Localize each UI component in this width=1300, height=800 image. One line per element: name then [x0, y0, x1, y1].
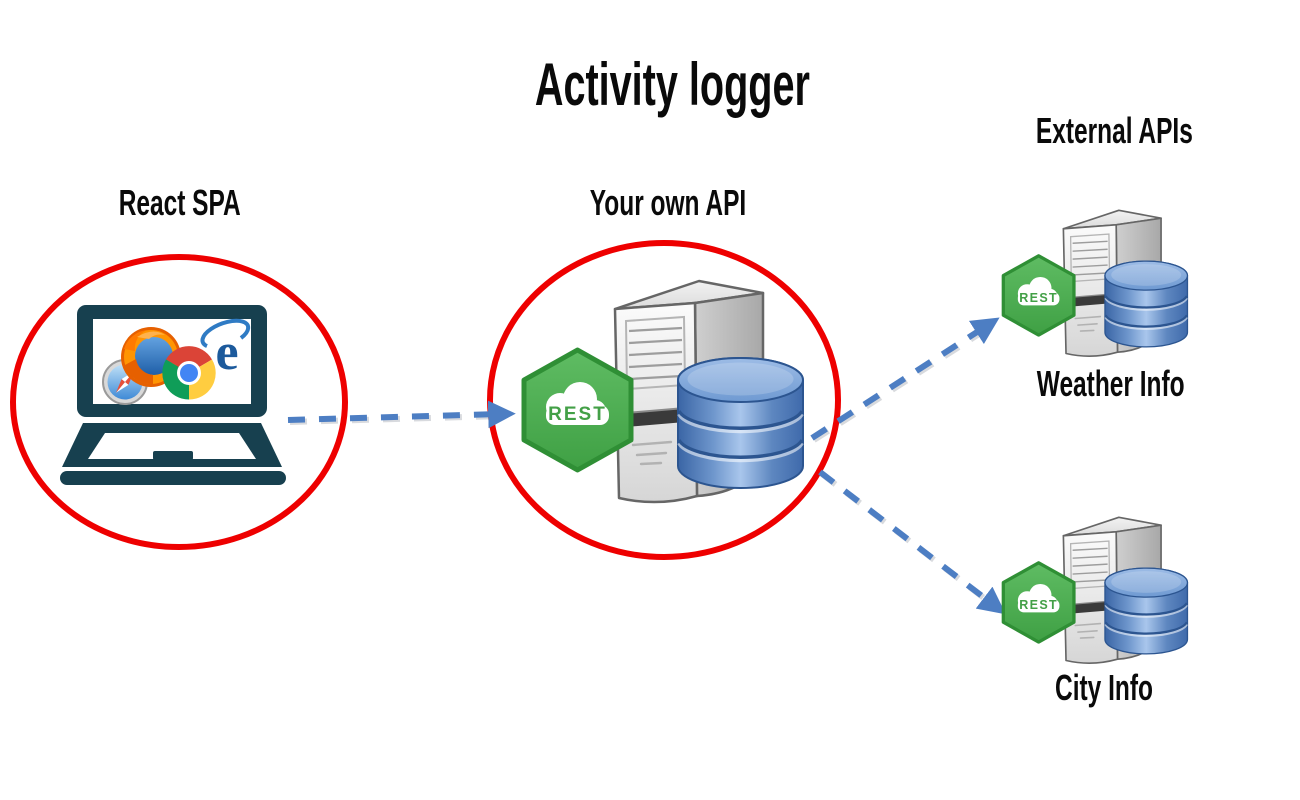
- chrome-icon: [162, 346, 216, 400]
- arrow-client-to-api: [287, 400, 516, 429]
- your-own-api-icon: REST: [524, 281, 803, 502]
- rest-badge-label: REST: [548, 404, 607, 425]
- ie-glyph: e: [215, 324, 238, 381]
- arrow-api-to-city: [818, 469, 1006, 615]
- city-api-icon: REST: [1001, 515, 1190, 665]
- rest-badge-label: REST: [1019, 598, 1058, 612]
- arrow-api-to-weather: [810, 317, 1000, 441]
- rest-badge-label: REST: [1019, 291, 1058, 305]
- highlight-ellipse-client: [10, 254, 348, 550]
- laptop-icon: e: [60, 305, 286, 485]
- highlight-ellipse-api: [487, 240, 841, 560]
- weather-api-icon: REST: [1001, 208, 1190, 358]
- ie-icon: e: [200, 318, 251, 381]
